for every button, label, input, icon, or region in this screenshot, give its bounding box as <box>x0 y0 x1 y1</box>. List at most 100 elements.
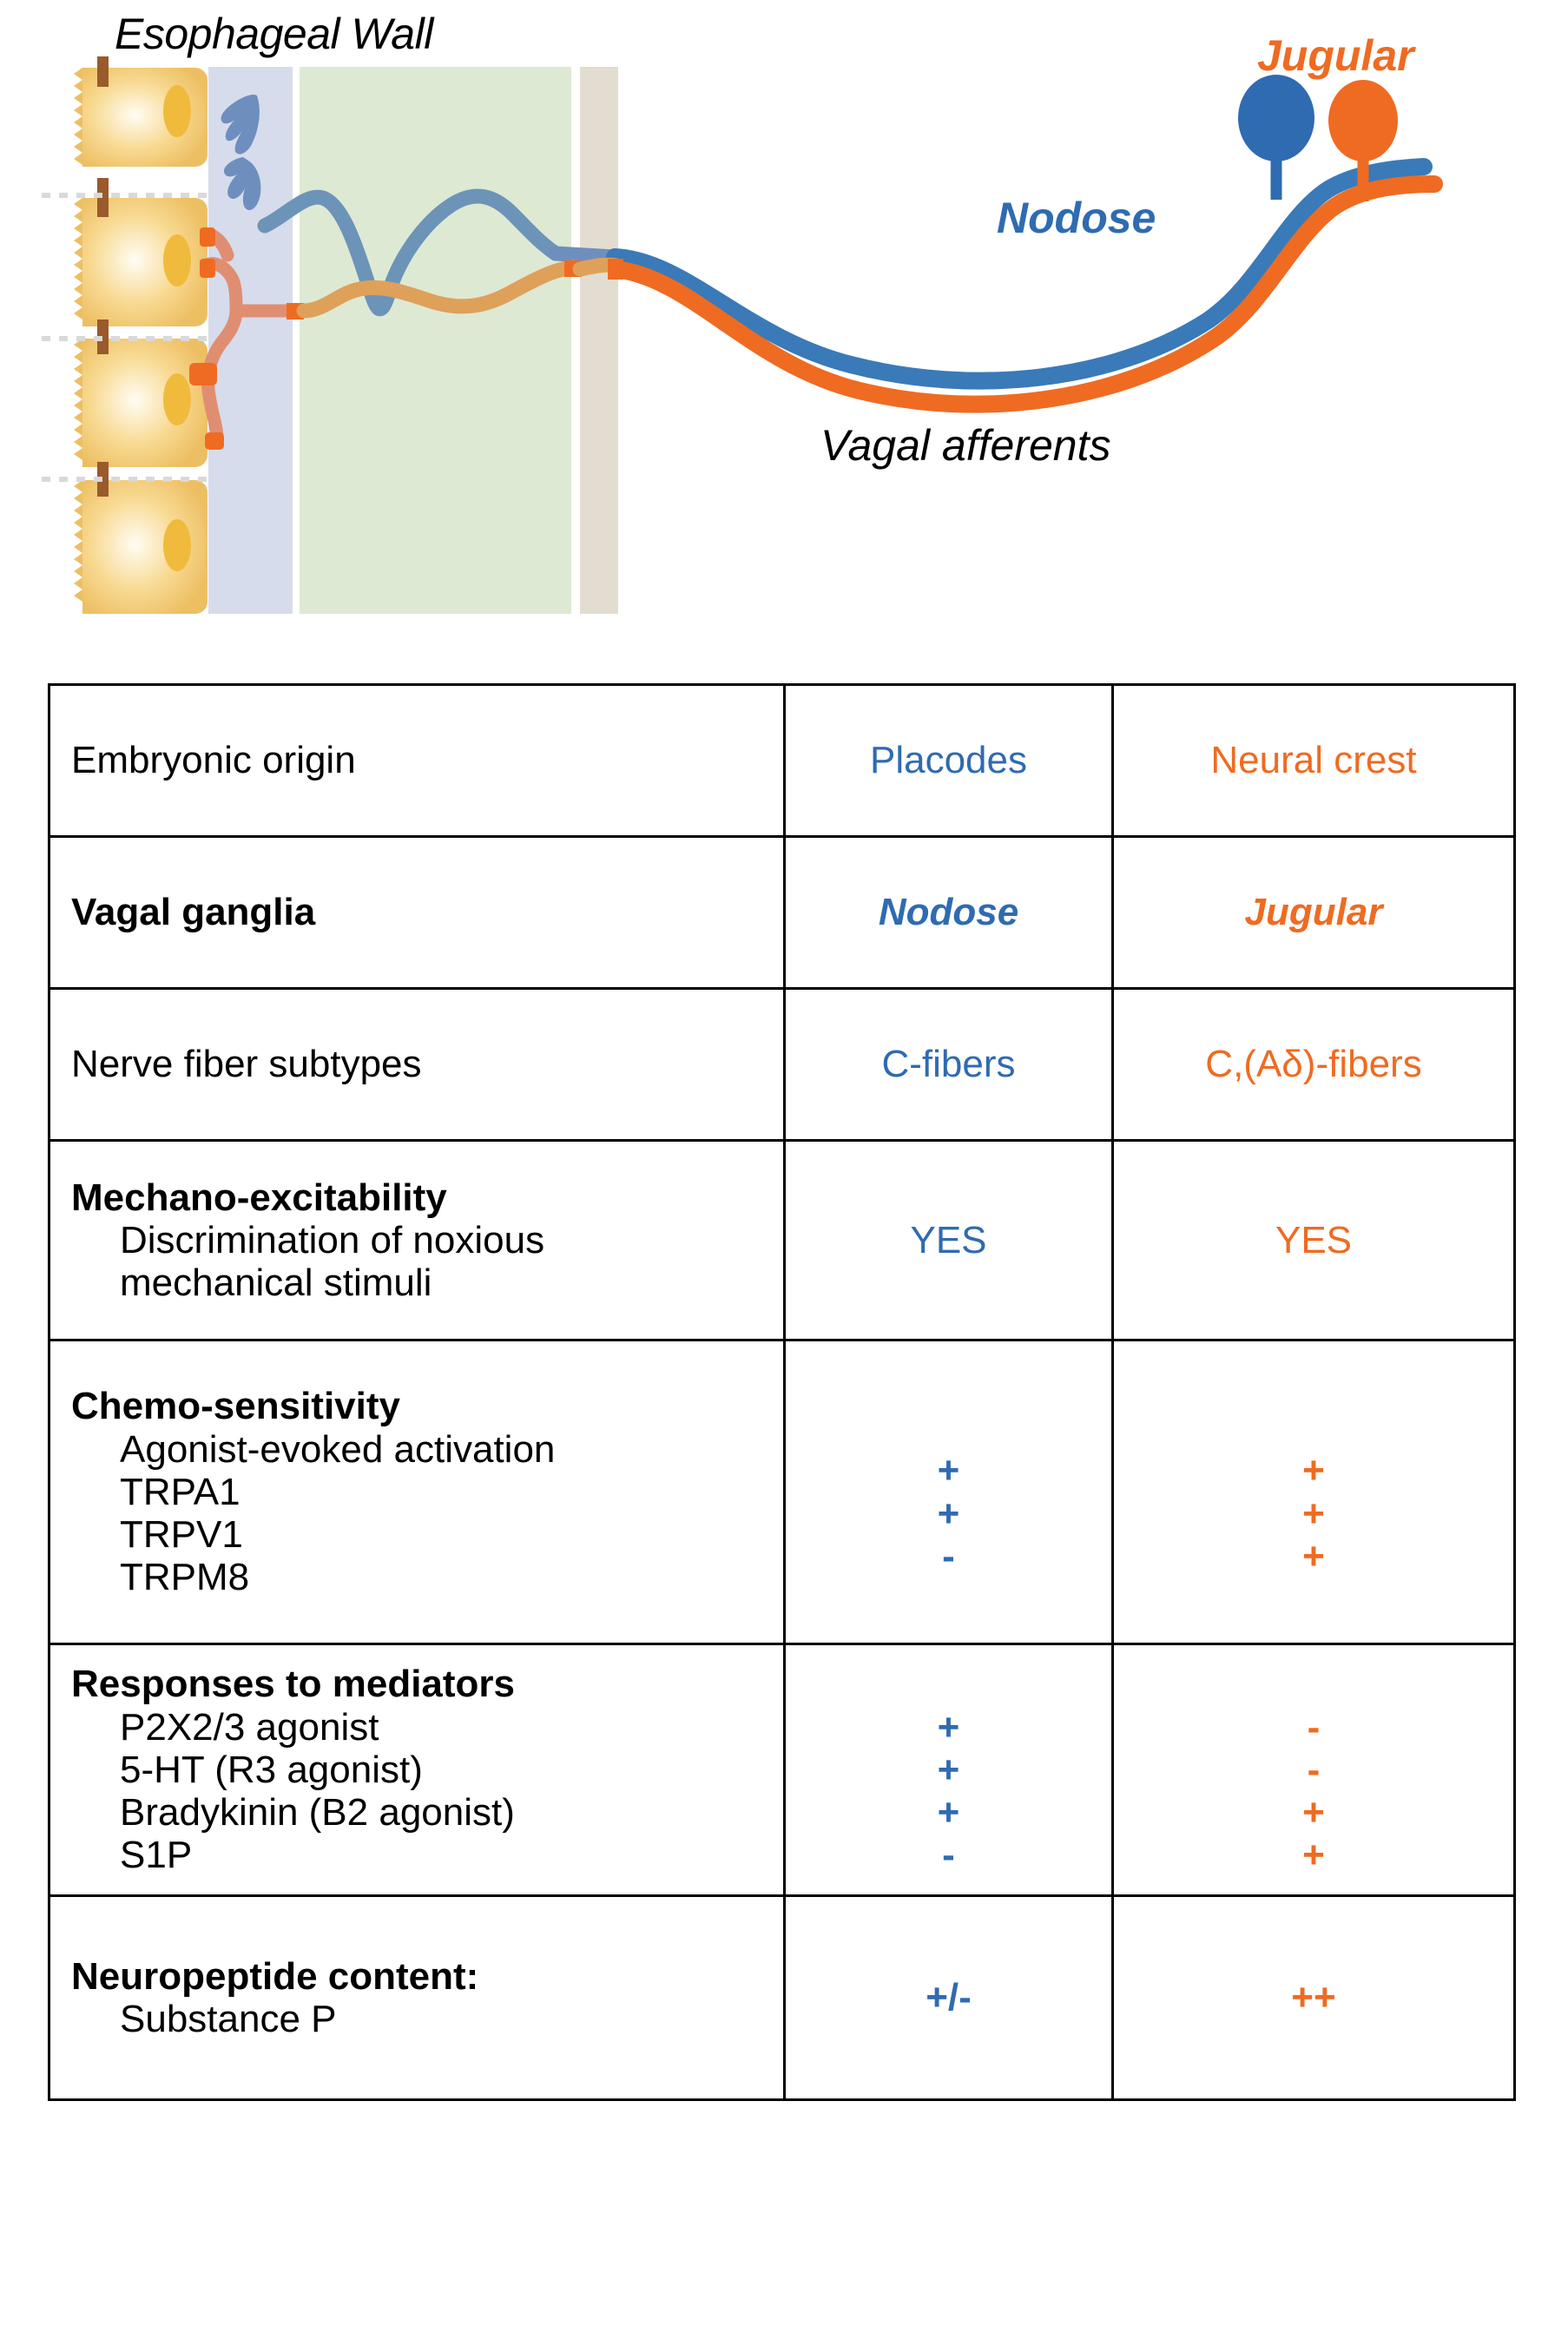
row-sublabel: Bradykinin (B2 agonist) <box>120 1791 515 1835</box>
muscle-layer-band <box>300 67 571 614</box>
row-label-cell: Nerve fiber subtypes <box>48 987 786 1142</box>
jugular-vagal-trunk <box>608 175 1443 413</box>
jugular-value-cell: - - + + <box>1111 1643 1516 1897</box>
jugular-value: Neural crest <box>1210 739 1417 782</box>
nodose-value-cell: Placodes <box>783 683 1114 838</box>
jugular-ganglion-icon <box>1328 80 1398 201</box>
table-row: Responses to mediators P2X2/3 agonist 5-… <box>48 1643 1516 1897</box>
jugular-value-cell: + + + <box>1111 1339 1516 1645</box>
epithelial-cell-icon <box>74 339 208 467</box>
row-label: Embryonic origin <box>71 739 356 782</box>
junction-dashed-line <box>42 193 208 482</box>
jugular-value-cell: ++ <box>1111 1894 1516 2101</box>
row-label: Responses to mediators <box>71 1663 516 1706</box>
nodose-ganglion-icon <box>1238 75 1314 200</box>
nodose-jugular-comparison-table: Embryonic origin Placodes Neural crest V… <box>48 683 1516 2101</box>
nodose-symbol: + <box>937 1449 960 1492</box>
row-label: Vagal ganglia <box>71 891 316 934</box>
nodose-value: Placodes <box>869 739 1027 782</box>
nodose-symbol: +/- <box>926 1976 972 2019</box>
vagal-afferents-label: Vagal afferents <box>820 421 1111 470</box>
row-sublabel: 5-HT (R3 agonist) <box>120 1748 423 1791</box>
row-sublabel: TRPM8 <box>120 1556 250 1599</box>
table-row: Mechano-excitability Discrimination of n… <box>48 1139 1516 1341</box>
jugular-symbol: + <box>1302 1834 1325 1877</box>
table-row: Vagal ganglia Nodose Jugular <box>48 835 1516 990</box>
epithelial-cell-icon <box>74 198 208 326</box>
nodose-symbol: + <box>937 1748 960 1791</box>
nucleus-icon <box>163 234 191 287</box>
row-sublabel: S1P <box>120 1834 193 1877</box>
table-row: Chemo-sensitivity Agonist-evoked activat… <box>48 1339 1516 1645</box>
nodose-vagal-trunk <box>606 158 1433 390</box>
page-title: Esophageal Wall <box>115 10 433 58</box>
wall-layers <box>208 67 618 614</box>
nodose-value-cell: C-fibers <box>783 987 1114 1142</box>
jugular-symbol: + <box>1302 1534 1325 1578</box>
row-sublabel: Substance P <box>120 1998 337 2040</box>
nodose-value-cell: + + - <box>783 1339 1114 1645</box>
row-sublabel: Agonist-evoked activation <box>120 1427 556 1471</box>
row-label-cell: Embryonic origin <box>48 683 786 838</box>
nodose-symbol: - <box>942 1834 955 1877</box>
nodose-value: C-fibers <box>881 1043 1016 1086</box>
nucleus-icon <box>163 519 191 571</box>
row-sublabel: TRPV1 <box>120 1513 243 1557</box>
jugular-value-cell: Neural crest <box>1111 683 1516 838</box>
nodose-value: YES <box>910 1218 987 1261</box>
row-label-cell: Responses to mediators P2X2/3 agonist 5-… <box>48 1643 786 1897</box>
nodose-afferent-fiber-trunk <box>548 246 623 265</box>
jugular-value: C,(Aδ)-fibers <box>1205 1043 1422 1086</box>
jugular-symbol: + <box>1302 1449 1325 1492</box>
row-label: Nerve fiber subtypes <box>71 1043 422 1086</box>
nodose-symbol: + <box>937 1791 960 1835</box>
epithelial-cell-icon <box>74 480 208 614</box>
comparison-table-wrapper: Embryonic origin Placodes Neural crest V… <box>48 683 1516 2101</box>
nodose-value: Nodose <box>878 891 1019 934</box>
epithelial-cell-icon <box>74 68 208 167</box>
row-label: Chemo-sensitivity <box>71 1385 400 1428</box>
table-row: Neuropeptide content: Substance P +/- ++ <box>48 1894 1516 2101</box>
nodose-value-cell: Nodose <box>783 835 1114 990</box>
row-label-cell: Chemo-sensitivity Agonist-evoked activat… <box>48 1339 786 1645</box>
table-row: Embryonic origin Placodes Neural crest <box>48 683 1516 838</box>
jugular-value-cell: YES <box>1111 1139 1516 1341</box>
nodose-nerve-ending-icon <box>221 94 261 211</box>
table-row: Nerve fiber subtypes C-fibers C,(Aδ)-fib… <box>48 987 1516 1142</box>
jugular-symbol: + <box>1302 1492 1325 1535</box>
row-sublabel: P2X2/3 agonist <box>120 1705 379 1749</box>
row-sublabel: Discrimination of noxious <box>120 1218 545 1261</box>
row-label: Neuropeptide content: <box>71 1954 479 1998</box>
nucleus-icon <box>163 85 191 137</box>
jugular-label: Jugular <box>1257 31 1414 80</box>
jugular-terminal-dot <box>189 227 224 450</box>
nodose-symbol: - <box>942 1534 955 1578</box>
row-label-cell: Neuropeptide content: Substance P <box>48 1894 786 2101</box>
jugular-symbol: + <box>1302 1791 1325 1835</box>
jugular-symbol: - <box>1307 1705 1321 1749</box>
nodose-value-cell: +/- <box>783 1894 1114 2101</box>
epithelial-cell-column <box>74 68 208 614</box>
nodose-symbol: + <box>937 1492 960 1535</box>
nodose-symbol: + <box>937 1705 960 1749</box>
row-sublabel: TRPA1 <box>120 1470 240 1513</box>
jugular-value: Jugular <box>1244 891 1383 934</box>
jugular-symbol: ++ <box>1291 1976 1336 2019</box>
jugular-afferent-fiber <box>296 260 581 319</box>
row-label-cell: Mechano-excitability Discrimination of n… <box>48 1139 786 1341</box>
nodose-value-cell: YES <box>783 1139 1114 1341</box>
nucleus-icon <box>163 373 191 425</box>
nodose-value-cell: + + + - <box>783 1643 1114 1897</box>
jugular-value-cell: Jugular <box>1111 835 1516 990</box>
row-sublabel: mechanical stimuli <box>120 1261 432 1305</box>
jugular-value: YES <box>1275 1218 1353 1261</box>
jugular-symbol: - <box>1307 1748 1321 1791</box>
nodose-label: Nodose <box>997 194 1156 242</box>
esophageal-wall-diagram: Esophageal Wall Nodose Jugular Vagal aff… <box>0 0 1568 660</box>
row-label-cell: Vagal ganglia <box>48 835 786 990</box>
tight-junction-icon <box>97 56 109 497</box>
diagram-canvas <box>42 56 1443 614</box>
row-label: Mechano-excitability <box>71 1176 447 1219</box>
adventitia-band <box>580 67 618 614</box>
jugular-value-cell: C,(Aδ)-fibers <box>1111 987 1516 1142</box>
